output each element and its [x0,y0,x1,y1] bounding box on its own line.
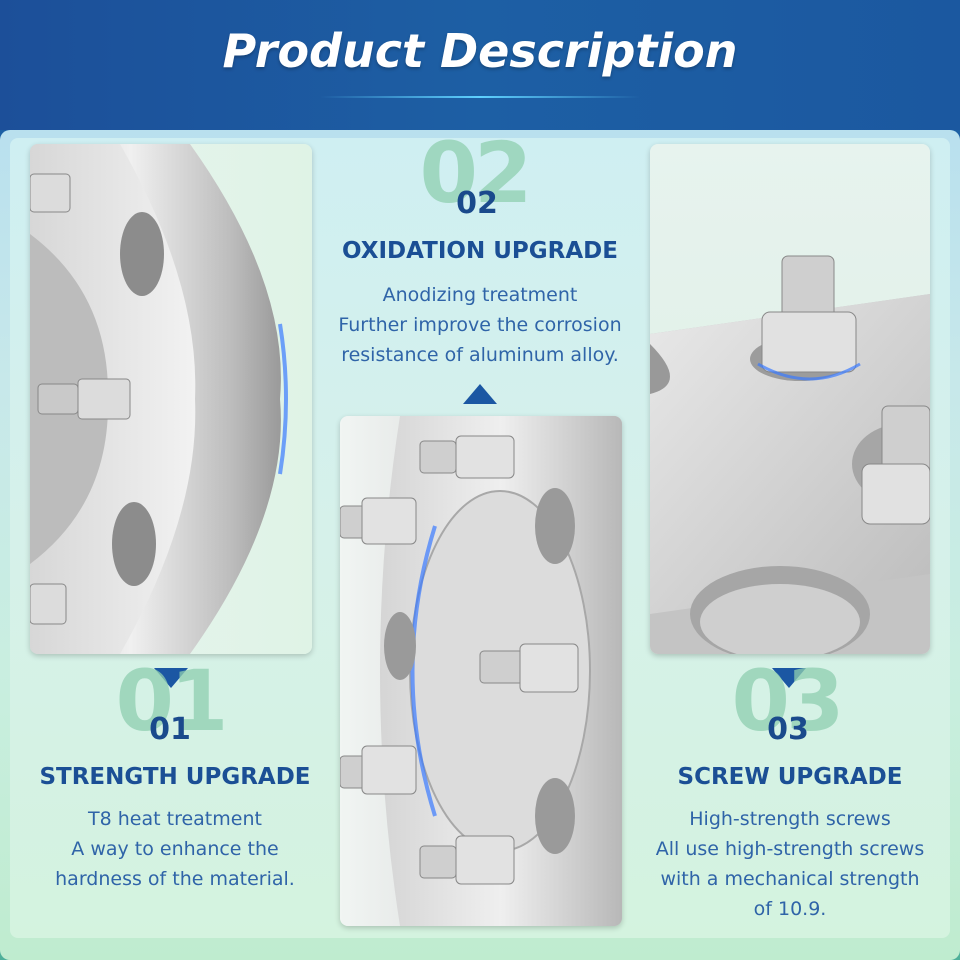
feature-02-desc: Anodizing treatment Further improve the … [320,280,640,370]
title-band [0,0,960,130]
title-underline [320,96,640,98]
spacer-front-photo [340,416,622,926]
feature-02-line-3: resistance of aluminum alloy. [341,344,619,366]
feature-01-line-1: T8 heat treatment [88,808,262,830]
feature-01-ghost-number: 01 [115,652,229,750]
feature-03-heading: SCREW UPGRADE [677,764,903,790]
feature-01-line-3: hardness of the material. [55,868,295,890]
feature-03-desc: High-strength screws All use high-streng… [625,804,955,924]
feature-01-line-2: A way to enhance the [71,838,279,860]
feature-02-line-1: Anodizing treatment [382,284,578,306]
feature-02-line-2: Further improve the corrosion [338,314,622,336]
feature-02-heading: OXIDATION UPGRADE [342,238,618,264]
feature-02-ghost-number: 02 [419,124,533,222]
feature-03-ghost-number: 03 [731,652,845,750]
spacer-bolts-photo [650,144,930,654]
page-title: Product Description [222,24,738,78]
feature-01-desc: T8 heat treatment A way to enhance the h… [20,804,330,894]
feature-03-line-2: All use high-strength screws [655,838,925,860]
feature-03-line-4: of 10.9. [753,898,827,920]
feature-02-arrow-up-icon [463,384,497,404]
feature-01-number: 01 [149,712,191,747]
feature-03-number: 03 [767,712,809,747]
feature-01-arrow-down-icon [154,668,188,688]
feature-03-line-3: with a mechanical strength [660,868,920,890]
feature-01-heading: STRENGTH UPGRADE [39,764,311,790]
feature-03-arrow-down-icon [772,668,806,688]
feature-02-number: 02 [456,186,498,221]
spacer-side-photo [30,144,312,654]
feature-03-line-1: High-strength screws [689,808,891,830]
